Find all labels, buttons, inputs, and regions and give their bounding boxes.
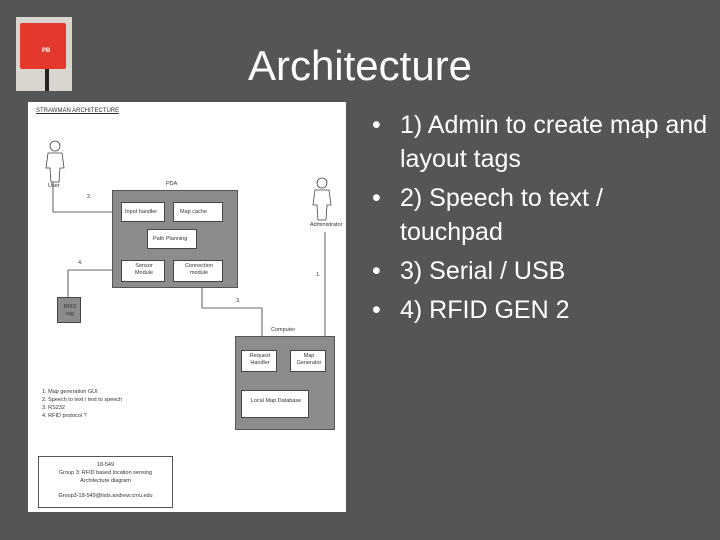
link-label-3: 3. [236, 298, 241, 304]
info-line-3: Architecture diagram [80, 478, 131, 484]
slide-title: Architecture [247, 42, 473, 89]
bullet-item: 2) Speech to text / touchpad [372, 181, 712, 249]
connection-module-box: Connection module [173, 260, 223, 282]
computer-label: Computer [271, 327, 296, 333]
pda-label: PDA [166, 181, 178, 187]
map-cache-box: Map cache [173, 202, 223, 222]
map-generator-box: Map Generator [290, 350, 326, 372]
sensor-module-box: Sensor Module [121, 260, 165, 282]
user-figure [45, 140, 65, 183]
map-generator-label: Map Generator [296, 353, 322, 366]
link-label-2: 2. [87, 194, 92, 200]
bullet-item: 4) RFID GEN 2 [372, 293, 712, 327]
legend-item-2: 2. Speech to text / text to speech [42, 397, 123, 403]
map-cache-label: Map cache [180, 209, 207, 215]
rfid-tag-box: RFID tag [57, 297, 81, 323]
info-line-4: Group3-18-549@lists.andrew.cmu.edu [58, 493, 153, 499]
device-thumbnail: PB [16, 17, 72, 91]
legend-item-1: 1. Map generation GUI [42, 389, 98, 395]
bullet-item: 1) Admin to create map and layout tags [372, 108, 712, 176]
device-box: PB [20, 23, 66, 69]
device-label: PB [42, 48, 51, 54]
local-map-database-label: Local Map Database [250, 398, 302, 404]
bullet-list: 1) Admin to create map and layout tags 2… [372, 108, 712, 332]
diagram-heading: STRAWMAN ARCHITECTURE [36, 108, 120, 114]
legend-item-3: 3. RS232 [42, 405, 65, 411]
link-label-4: 4. [78, 260, 83, 266]
request-handler-label: Request Handler [249, 353, 271, 366]
admin-figure [312, 177, 332, 221]
link-label-1: 1. [316, 272, 321, 278]
device-cable [45, 69, 49, 91]
input-handler-label: Input handler [125, 209, 158, 215]
info-line-1: 18-549 [96, 462, 115, 468]
diagram-connectors [45, 140, 332, 336]
local-map-database-box: Local Map Database [241, 390, 309, 418]
admin-label: Administrator [310, 222, 343, 228]
info-line-2: Group 3: RFID based location sensing [58, 470, 153, 476]
bullet-item: 3) Serial / USB [372, 254, 712, 288]
sensor-module-label: Sensor Module [134, 263, 154, 276]
legend-item-4: 4. RFID protocol ? [42, 413, 87, 419]
path-planning-box: Path Planning [147, 229, 197, 249]
architecture-diagram: STRAWMAN ARCHITECTURE User Administrator… [28, 102, 346, 512]
connection-module-label: Connection module [185, 263, 213, 276]
user-label: User [48, 183, 60, 189]
rfid-tag-label: RFID tag [63, 304, 77, 317]
input-handler-box: Input handler [121, 202, 165, 222]
info-box: 18-549 Group 3: RFID based location sens… [38, 456, 173, 508]
path-planning-label: Path Planning [153, 236, 188, 242]
request-handler-box: Request Handler [241, 350, 277, 372]
